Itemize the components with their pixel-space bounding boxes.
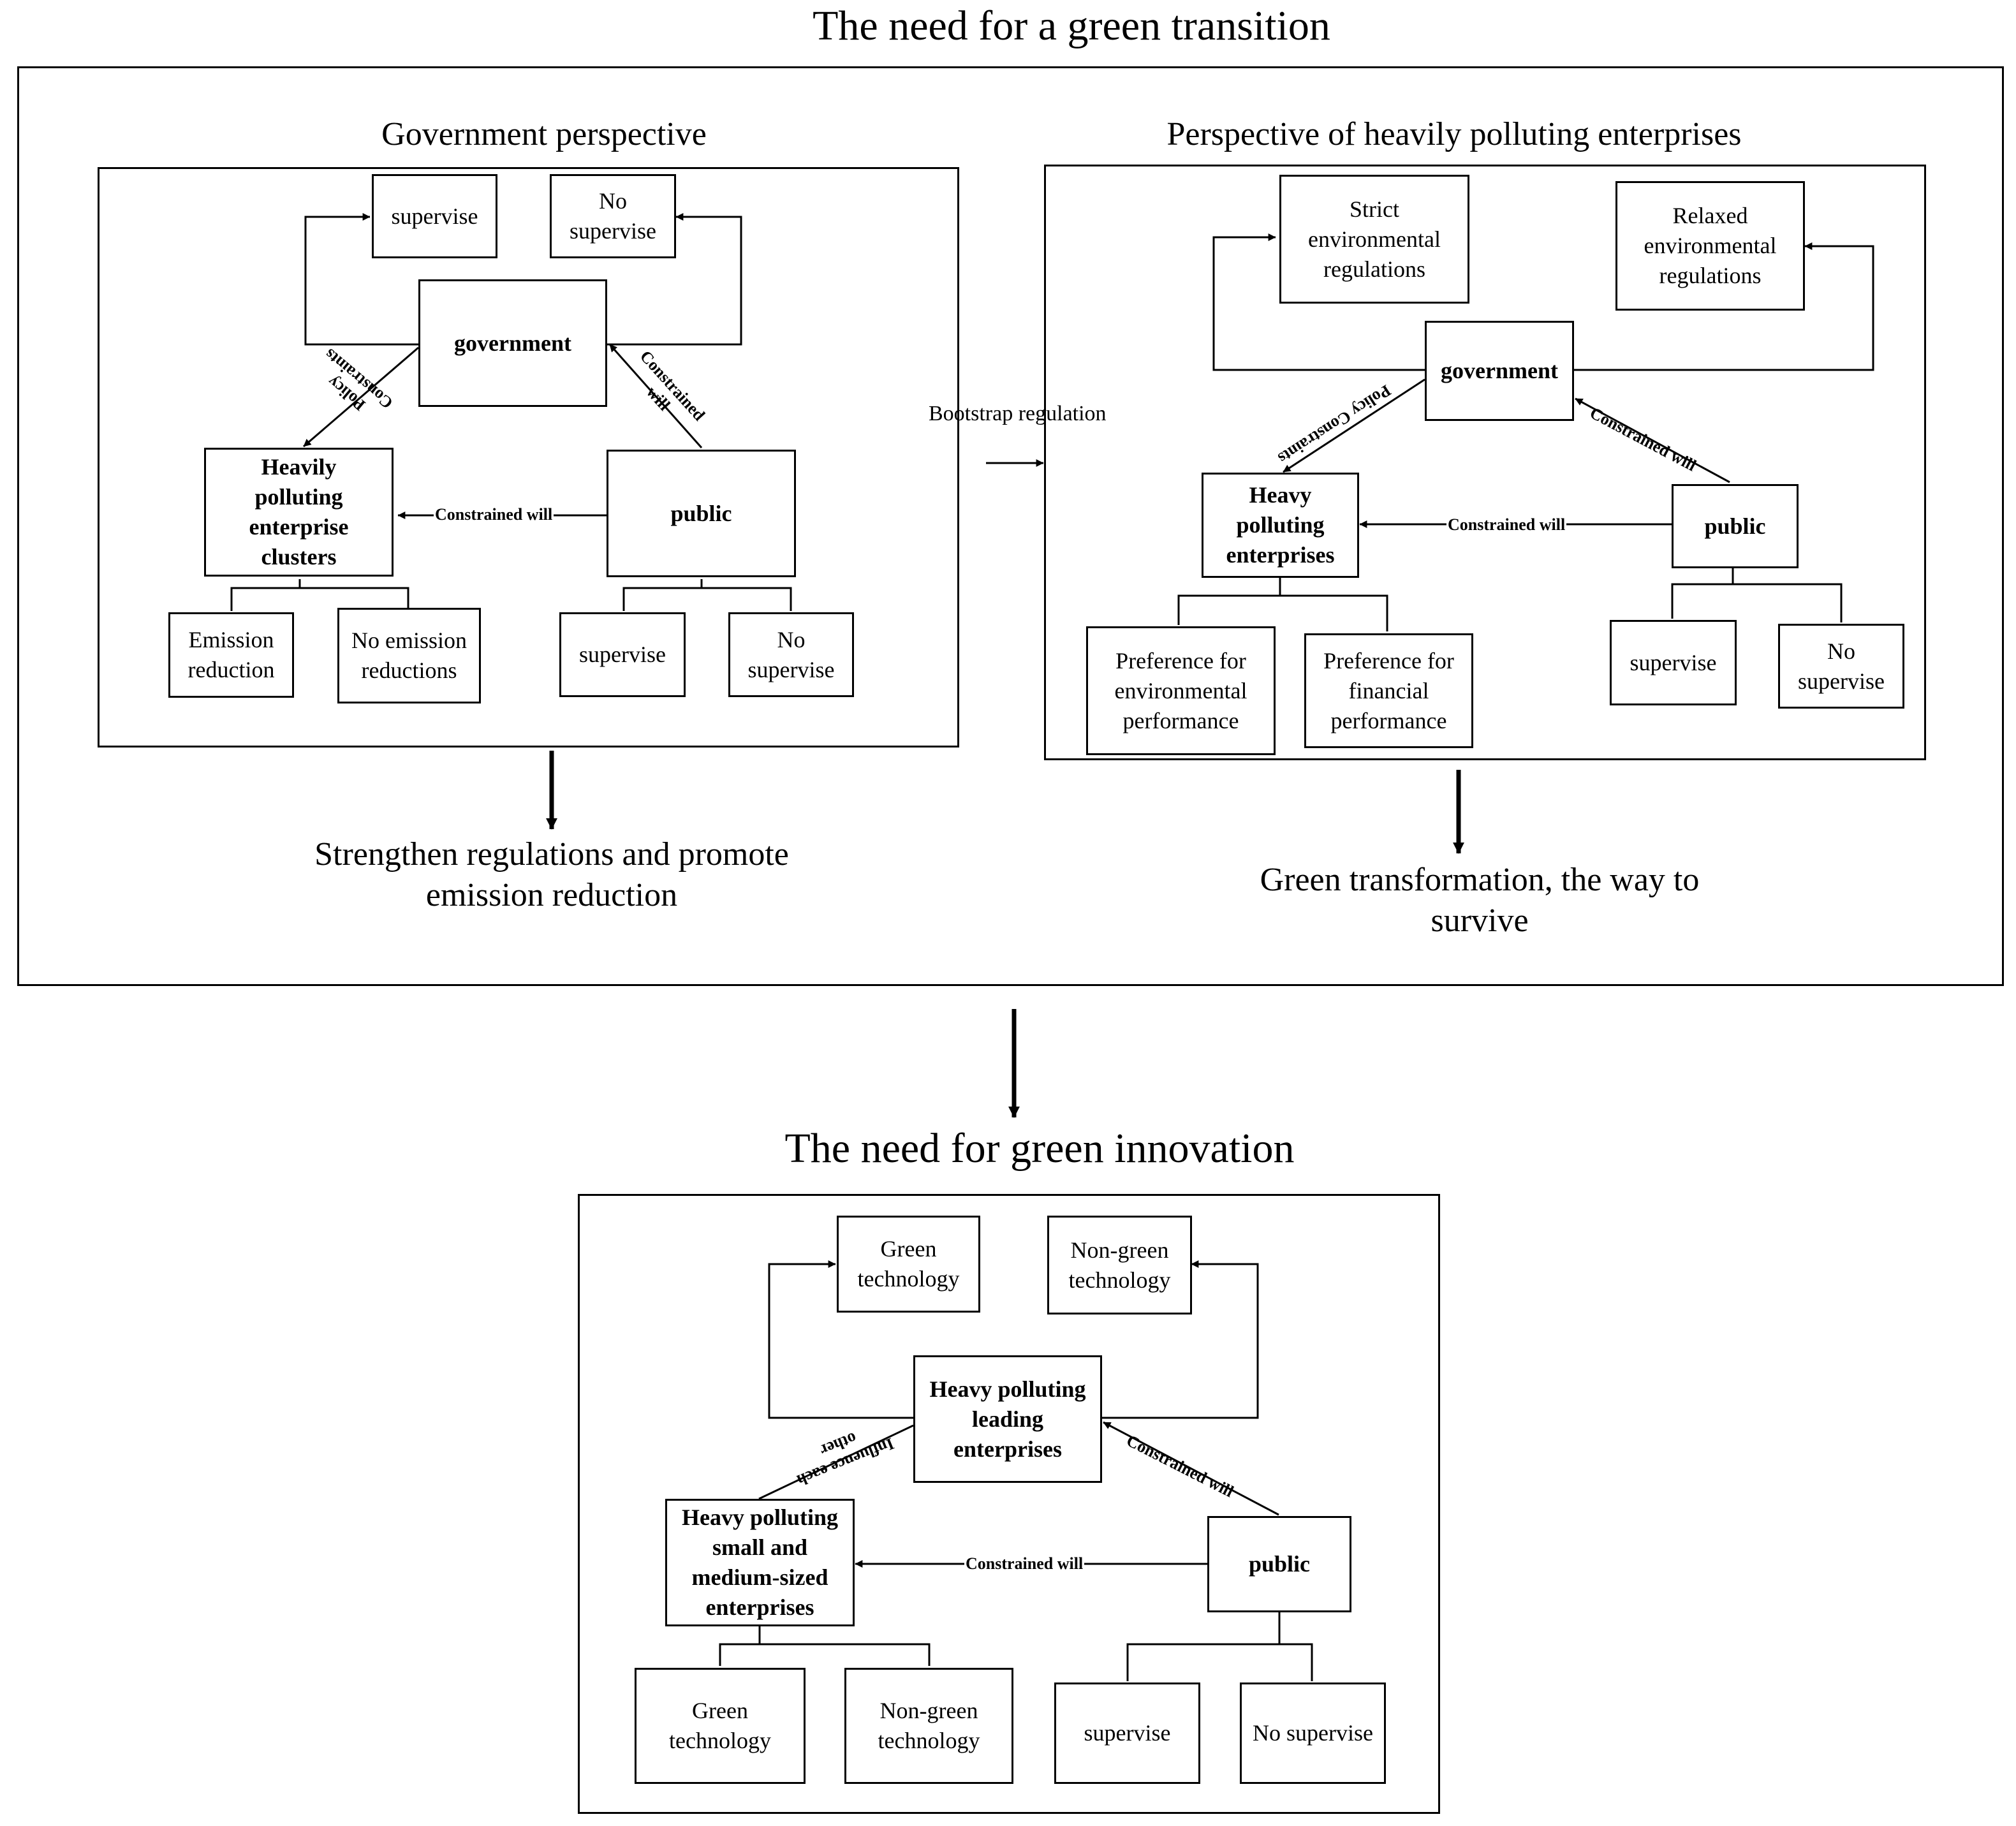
constrained-will-label-enterprise-2: Constrained will <box>1446 515 1567 534</box>
no-emission-reductions-box: No emission reductions <box>337 608 481 703</box>
non-green-technology-bottom-box: Non-green technology <box>844 1668 1013 1784</box>
main-title: The need for a green transition <box>813 3 1330 49</box>
gov-no-supervise-box: No supervise <box>550 174 676 258</box>
public-supervise-box-3: supervise <box>1054 1682 1200 1784</box>
constrained-will-label-sme: Constrained will <box>964 1554 1085 1573</box>
green-technology-top-box: Green technology <box>837 1216 980 1313</box>
government-panel <box>98 167 959 747</box>
leading-enterprises-node: Heavy polluting leading enterprises <box>913 1355 1102 1483</box>
green-transition-frame <box>17 66 2004 986</box>
government-panel-title: Government perspective <box>381 116 707 152</box>
non-green-technology-top-box: Non-green technology <box>1047 1216 1192 1314</box>
preference-environmental-box: Preference for environmental performance <box>1086 626 1276 755</box>
green-technology-bottom-box: Green technology <box>635 1668 806 1784</box>
emission-reduction-box: Emission reduction <box>168 612 294 698</box>
constrained-will-label-enterprise: Constrained will <box>434 505 554 524</box>
government-outcome-text: Strengthen regulations and promote emiss… <box>314 836 789 913</box>
public-no-supervise-box-3: No supervise <box>1240 1682 1386 1784</box>
strict-regulations-box: Strict environmental regulations <box>1279 175 1469 304</box>
public-node: public <box>607 450 796 577</box>
public-no-supervise-box-2: No supervise <box>1778 624 1904 709</box>
heavy-polluting-enterprises-node: Heavy polluting enterprises <box>1202 473 1359 578</box>
gov-supervise-box: supervise <box>372 174 497 258</box>
relaxed-regulations-box: Relaxed environmental regulations <box>1615 181 1805 311</box>
public-supervise-box: supervise <box>559 612 686 697</box>
public-node-3: public <box>1207 1516 1351 1612</box>
bootstrap-regulation-label: Bootstrap regulation <box>929 402 1107 425</box>
government-node-2: government <box>1425 321 1574 421</box>
enterprise-outcome-text: Green transformation, the way to survive <box>1260 862 1700 939</box>
sme-enterprises-node: Heavy polluting small and medium-sized e… <box>665 1499 855 1626</box>
enterprise-panel-title: Perspective of heavily polluting enterpr… <box>1166 116 1742 152</box>
green-innovation-panel <box>578 1194 1440 1814</box>
public-no-supervise-box: No supervise <box>728 612 854 697</box>
enterprise-panel <box>1044 165 1926 760</box>
public-node-2: public <box>1672 484 1799 568</box>
government-node: government <box>418 279 607 407</box>
preference-financial-box: Preference for financial performance <box>1304 633 1473 748</box>
innovation-title: The need for green innovation <box>784 1125 1295 1172</box>
public-supervise-box-2: supervise <box>1610 620 1737 705</box>
enterprise-clusters-node: Heavily polluting enterprise clusters <box>204 448 394 577</box>
